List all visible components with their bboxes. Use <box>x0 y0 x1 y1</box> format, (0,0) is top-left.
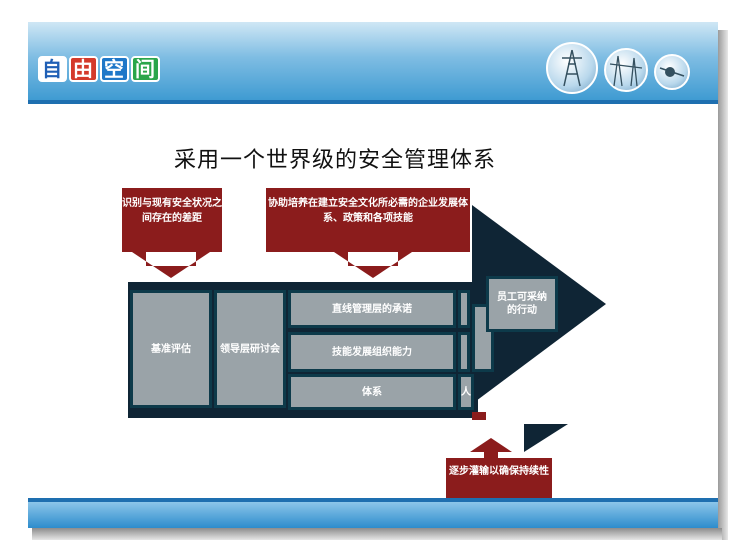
box-narrow-middle <box>458 332 470 372</box>
logo-char-1: 自 <box>38 56 67 82</box>
diagram-shapes <box>128 205 606 466</box>
header-divider <box>28 100 718 104</box>
footer-divider <box>28 498 718 502</box>
down-arrow-middle <box>334 252 412 278</box>
box-skills: 技能发展组织能力 <box>288 332 456 372</box>
box-commitment: 直线管理层的承诺 <box>288 290 456 328</box>
red-notch <box>472 412 486 420</box>
slide-title: 采用一个世界级的安全管理体系 <box>174 148 497 173</box>
box-system: 体系 <box>288 374 456 410</box>
callout-sustain: 逐步灌输以确保持续性 <box>446 458 552 500</box>
small-wedge <box>524 424 568 452</box>
logo-char-4: 间 <box>131 56 160 82</box>
logo-char-2: 由 <box>69 56 98 82</box>
callout-gap: 识别与现有安全状况之间存在的差距 <box>122 188 222 252</box>
down-arrow-left <box>132 252 210 278</box>
box-leadership: 领导层研讨会 <box>214 290 286 408</box>
slide-shadow-bottom <box>32 528 722 540</box>
callout-development: 协助培养在建立安全文化所必需的企业发展体系、政策和各项技能 <box>266 188 470 252</box>
slide-shadow-right <box>718 30 728 540</box>
slide: 自由空间 采用一个世界级的安全管理体系 识别与现有安全状况之间存在的差距 协助培… <box>28 22 718 528</box>
box-actions: 员工可采纳的行动 <box>486 276 558 332</box>
power-line-photo-icon <box>604 48 648 92</box>
box-narrow-top <box>458 290 470 328</box>
box-benchmark: 基准评估 <box>130 290 212 408</box>
logo-char-3: 空 <box>100 56 129 82</box>
footer-banner <box>28 502 718 528</box>
box-people-partial: 人 <box>458 374 474 410</box>
tower-photo-icon <box>546 42 598 94</box>
logo: 自由空间 <box>38 56 162 82</box>
worker-photo-icon <box>654 54 690 90</box>
up-arrow-stem <box>484 446 498 458</box>
